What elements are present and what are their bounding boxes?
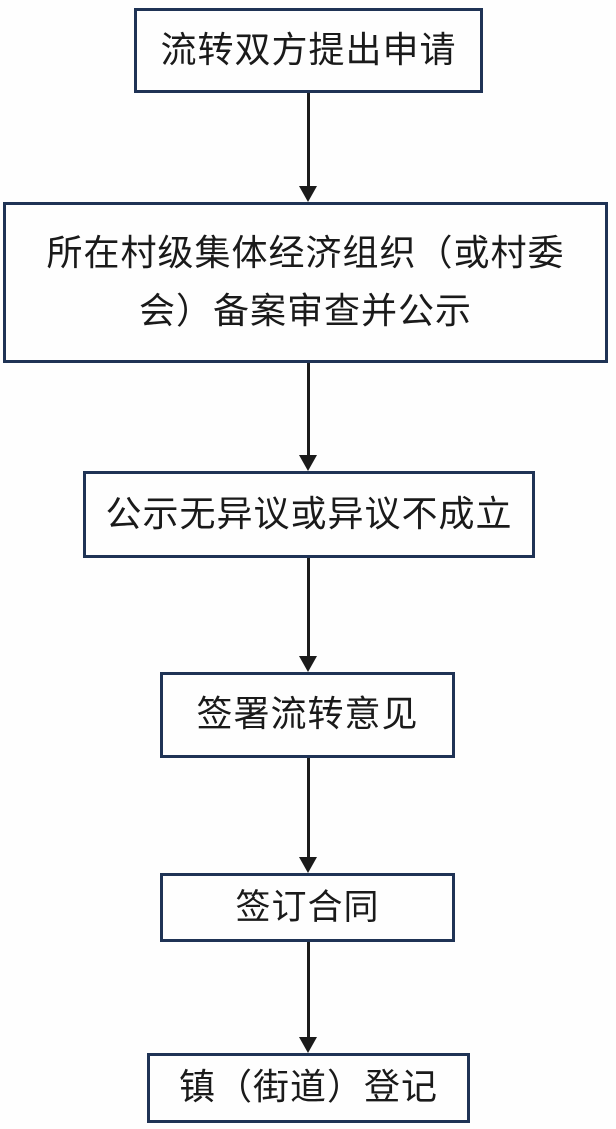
arrow-down-icon (299, 558, 317, 672)
flow-step-town-register: 镇（街道）登记 (147, 1053, 470, 1123)
arrow-head (299, 1037, 317, 1053)
arrow-shaft (306, 942, 310, 1037)
arrow-head (299, 656, 317, 672)
flow-step-label: 签订合同 (235, 887, 380, 928)
arrow-head (299, 857, 317, 873)
arrow-down-icon (299, 942, 317, 1053)
flow-step-village-review: 所在村级集体经济组织（或村委 会）备案审查并公示 (3, 202, 608, 363)
arrow-shaft (306, 93, 310, 186)
flow-step-label: 镇（街道）登记 (178, 1067, 438, 1109)
flow-step-label: 签署流转意见 (196, 694, 419, 736)
arrow-shaft (306, 363, 310, 455)
arrow-down-icon (299, 758, 317, 873)
flow-step-label: 公示无异议或异议不成立 (105, 493, 513, 535)
arrow-down-icon (299, 363, 317, 471)
arrow-head (299, 186, 317, 202)
flow-step-sign-contract: 签订合同 (160, 873, 455, 942)
arrow-head (299, 455, 317, 471)
arrow-shaft (306, 758, 310, 857)
flow-step-label: 所在村级集体经济组织（或村委 会）备案审查并公示 (46, 232, 565, 332)
arrow-shaft (306, 558, 310, 656)
flow-step-label: 流转双方提出申请 (160, 29, 457, 71)
flow-step-sign-opinion: 签署流转意见 (160, 672, 455, 758)
flow-step-no-objection: 公示无异议或异议不成立 (83, 471, 535, 558)
arrow-down-icon (299, 93, 317, 202)
flow-step-apply: 流转双方提出申请 (134, 8, 483, 93)
